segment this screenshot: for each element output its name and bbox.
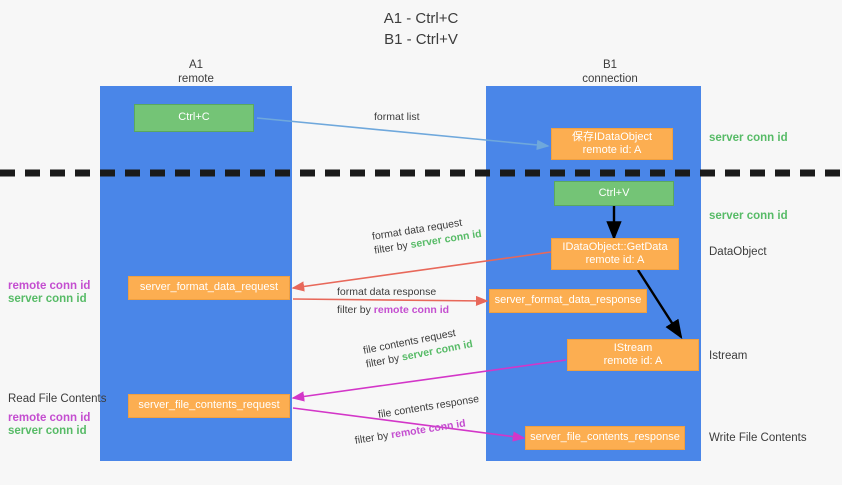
note-server-conn-id-2: server conn id <box>8 425 87 437</box>
box-server-file-contents-response-line1: server_file_contents_response <box>530 431 680 444</box>
lane-header-a1: A1 remote <box>126 58 266 86</box>
box-server-format-data-request-line1: server_format_data_request <box>139 281 279 294</box>
arrow-file-contents-request <box>291 359 567 402</box>
note-remote-conn-id-1: remote conn id <box>8 280 91 292</box>
edge-label-fdrsp-filter-prefix: filter by <box>337 304 374 316</box>
edge-label-format-data-response: format data response filter by remote co… <box>337 285 449 317</box>
title-line-1: A1 - Ctrl+C <box>383 10 459 27</box>
arrow-format-data-request <box>291 251 552 292</box>
arrow-getdata-to-istream <box>636 269 683 340</box>
title-line-2: B1 - Ctrl+V <box>384 31 458 48</box>
box-istream-line1: IStream <box>613 341 653 354</box>
arrow-format-list <box>256 117 550 151</box>
edge-label-format-list: format list <box>374 111 420 123</box>
box-server-file-contents-response[interactable]: server_file_contents_response <box>525 426 685 450</box>
edge-label-format-data-response-line1: format data response <box>337 286 437 298</box>
lane-header-b1: B1 connection <box>540 58 680 86</box>
box-server-file-contents-request-line1: server_file_contents_request <box>138 399 280 412</box>
lane-header-a1-sub: remote <box>178 73 214 85</box>
box-idataobject-getdata-line1: IDataObject::GetData <box>562 240 668 253</box>
edge-label-format-data-response-line2: filter by remote conn id <box>337 303 449 317</box>
diagram-title: A1 - Ctrl+C B1 - Ctrl+V <box>0 8 842 50</box>
note-write-file-contents: Write File Contents <box>709 432 807 444</box>
box-server-format-data-response[interactable]: server_format_data_response <box>489 289 647 313</box>
note-server-conn-id-mid: server conn id <box>709 210 788 222</box>
box-istream-line2: remote id: A <box>603 355 663 367</box>
box-save-idataobject-line1: 保存IDataObject <box>571 130 653 143</box>
note-dataobject: DataObject <box>709 246 767 258</box>
arrow-format-data-response <box>292 295 489 307</box>
box-ctrl-v-line1: Ctrl+V <box>598 186 630 199</box>
box-istream[interactable]: IStream remote id: A <box>567 339 699 371</box>
lane-header-b1-name: B1 <box>602 59 618 71</box>
note-remote-conn-id-2: remote conn id <box>8 412 91 424</box>
box-ctrl-c-line1: Ctrl+C <box>178 111 210 124</box>
note-server-conn-id-top: server conn id <box>709 132 788 144</box>
box-server-file-contents-request[interactable]: server_file_contents_request <box>128 394 290 418</box>
edge-label-fdrsp-filter-key: remote conn id <box>373 304 450 316</box>
box-server-format-data-request[interactable]: server_format_data_request <box>128 276 290 300</box>
box-save-idataobject-line2: remote id: A <box>582 144 642 156</box>
box-save-idataobject[interactable]: 保存IDataObject remote id: A <box>551 128 673 160</box>
arrow-file-contents-response <box>292 407 526 442</box>
lane-header-b1-sub: connection <box>582 73 638 85</box>
note-server-conn-id-1: server conn id <box>8 293 87 305</box>
box-server-format-data-response-line1: server_format_data_response <box>494 294 642 307</box>
note-istream: Istream <box>709 350 748 362</box>
box-idataobject-getdata-line2: remote id: A <box>585 254 645 266</box>
note-read-file-contents: Read File Contents <box>8 393 107 405</box>
box-ctrl-v[interactable]: Ctrl+V <box>554 181 674 206</box>
lane-header-a1-name: A1 <box>188 59 204 71</box>
box-ctrl-c[interactable]: Ctrl+C <box>134 104 254 132</box>
box-idataobject-getdata[interactable]: IDataObject::GetData remote id: A <box>551 238 679 270</box>
